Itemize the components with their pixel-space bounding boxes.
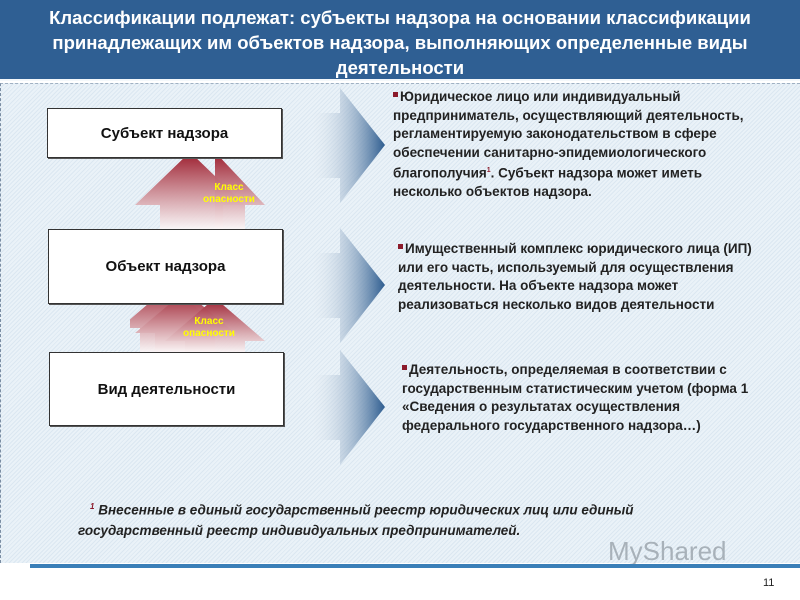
footnote: 1 Внесенные в единый государственный рее… xyxy=(78,502,634,538)
hazard-arrow-1 xyxy=(135,152,265,232)
watermark-logo: MyShared xyxy=(608,536,727,566)
hazard-class-label-2: Класс опасности xyxy=(183,316,235,339)
description-subject: Юридическое лицо или индивидуальный пред… xyxy=(393,89,744,199)
page-number: 11 xyxy=(763,577,775,589)
description-activity: Деятельность, определяемая в соответстви… xyxy=(402,362,749,433)
box-object-label: Объект надзора xyxy=(105,258,226,275)
box-activity-label: Вид деятельности xyxy=(97,380,236,398)
right-arrow-3 xyxy=(305,350,385,465)
slide-title: Классификации подлежат: субъекты надзора… xyxy=(0,0,800,81)
box-activity: Вид деятельности xyxy=(49,352,284,426)
footer-rule xyxy=(30,564,800,568)
bullet-icon xyxy=(398,244,403,249)
box-subject: Субъект надзора xyxy=(47,108,282,158)
right-arrow-2 xyxy=(305,228,385,343)
hazard-class-label-1: Класс опасности xyxy=(203,182,255,205)
bullet-icon xyxy=(393,92,398,97)
description-object: Имущественный комплекс юридического лица… xyxy=(398,241,752,312)
box-object: Объект надзора xyxy=(48,229,283,304)
box-subject-label: Субъект надзора xyxy=(100,124,229,142)
right-arrow-1 xyxy=(305,88,385,203)
bullet-icon xyxy=(402,365,407,370)
